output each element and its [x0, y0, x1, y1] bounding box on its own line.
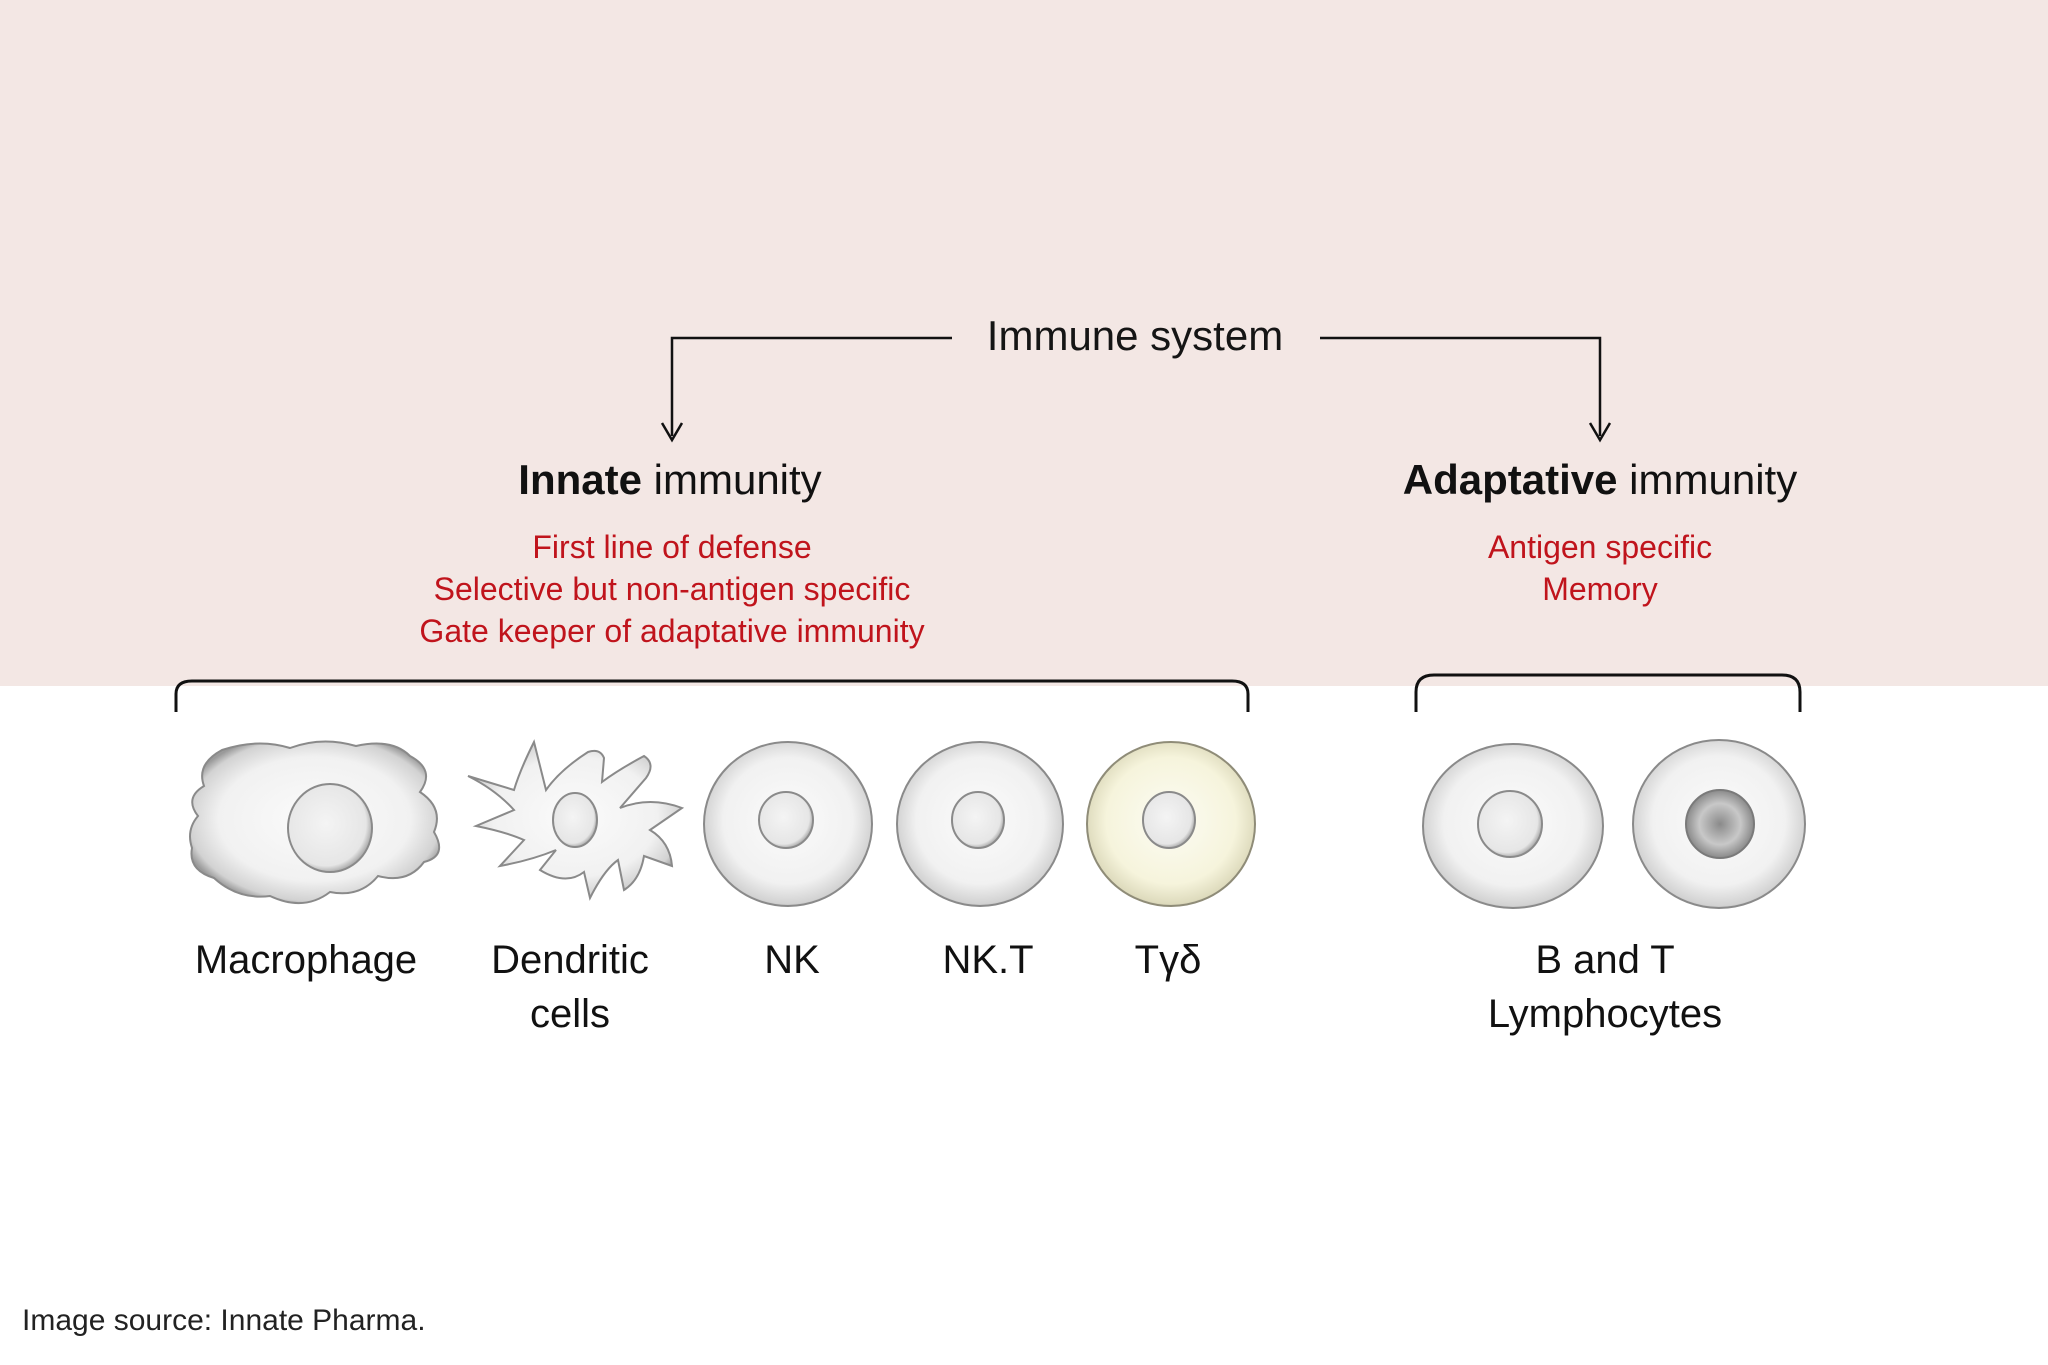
adaptive-bracket	[1414, 673, 1802, 712]
macrophage-cell-illustration	[189, 740, 441, 905]
b-lymphocyte-illustration	[1422, 743, 1604, 909]
adaptive-immunity-title: Adaptative immunity	[1360, 456, 1840, 504]
innate-immunity-title: Innate immunity	[450, 456, 890, 504]
innate-bracket	[174, 679, 1250, 712]
arrowhead-adaptive	[1588, 422, 1612, 443]
adaptive-properties-list: Antigen specific Memory	[1400, 526, 1800, 610]
connector-lines	[660, 336, 1612, 443]
innate-property: Selective but non-antigen specific	[433, 571, 911, 607]
connector-to-adaptive	[1320, 336, 1602, 436]
innate-title-bold: Innate	[518, 456, 642, 503]
cell-label-dendritic-cells: Dendritic cells	[491, 938, 649, 1036]
cell-label-nkt: NK.T	[942, 938, 1034, 982]
cell-label-nk: NK	[764, 938, 820, 982]
tgd-cell-illustration	[1086, 741, 1256, 907]
cell-label-b-and-t-lymphocytes: B and T Lymphocytes	[1487, 938, 1723, 1036]
nkt-cell-illustration	[896, 741, 1064, 907]
dendritic-cell-illustration	[467, 739, 685, 901]
adaptive-property: Memory	[1542, 571, 1658, 607]
innate-property: Gate keeper of adaptative immunity	[419, 613, 925, 649]
cell-label-macrophage: Macrophage	[194, 938, 418, 982]
top-background-band	[0, 0, 2048, 686]
connector-to-innate	[670, 336, 952, 436]
arrowhead-innate	[660, 422, 684, 443]
adaptive-property: Antigen specific	[1487, 529, 1713, 565]
root-node-immune-system: Immune system	[986, 312, 1284, 359]
image-source-caption: Image source: Innate Pharma.	[22, 1304, 426, 1337]
innate-property: First line of defense	[532, 529, 812, 565]
adaptive-title-bold: Adaptative	[1402, 456, 1618, 503]
cell-label-tgd: Tγδ	[1134, 938, 1202, 982]
innate-properties-list: First line of defense Selective but non-…	[372, 526, 972, 652]
nk-cell-illustration	[703, 741, 873, 907]
adaptive-title-rest: immunity	[1617, 456, 1798, 503]
innate-title-rest: immunity	[641, 456, 822, 503]
t-lymphocyte-illustration	[1632, 739, 1806, 909]
